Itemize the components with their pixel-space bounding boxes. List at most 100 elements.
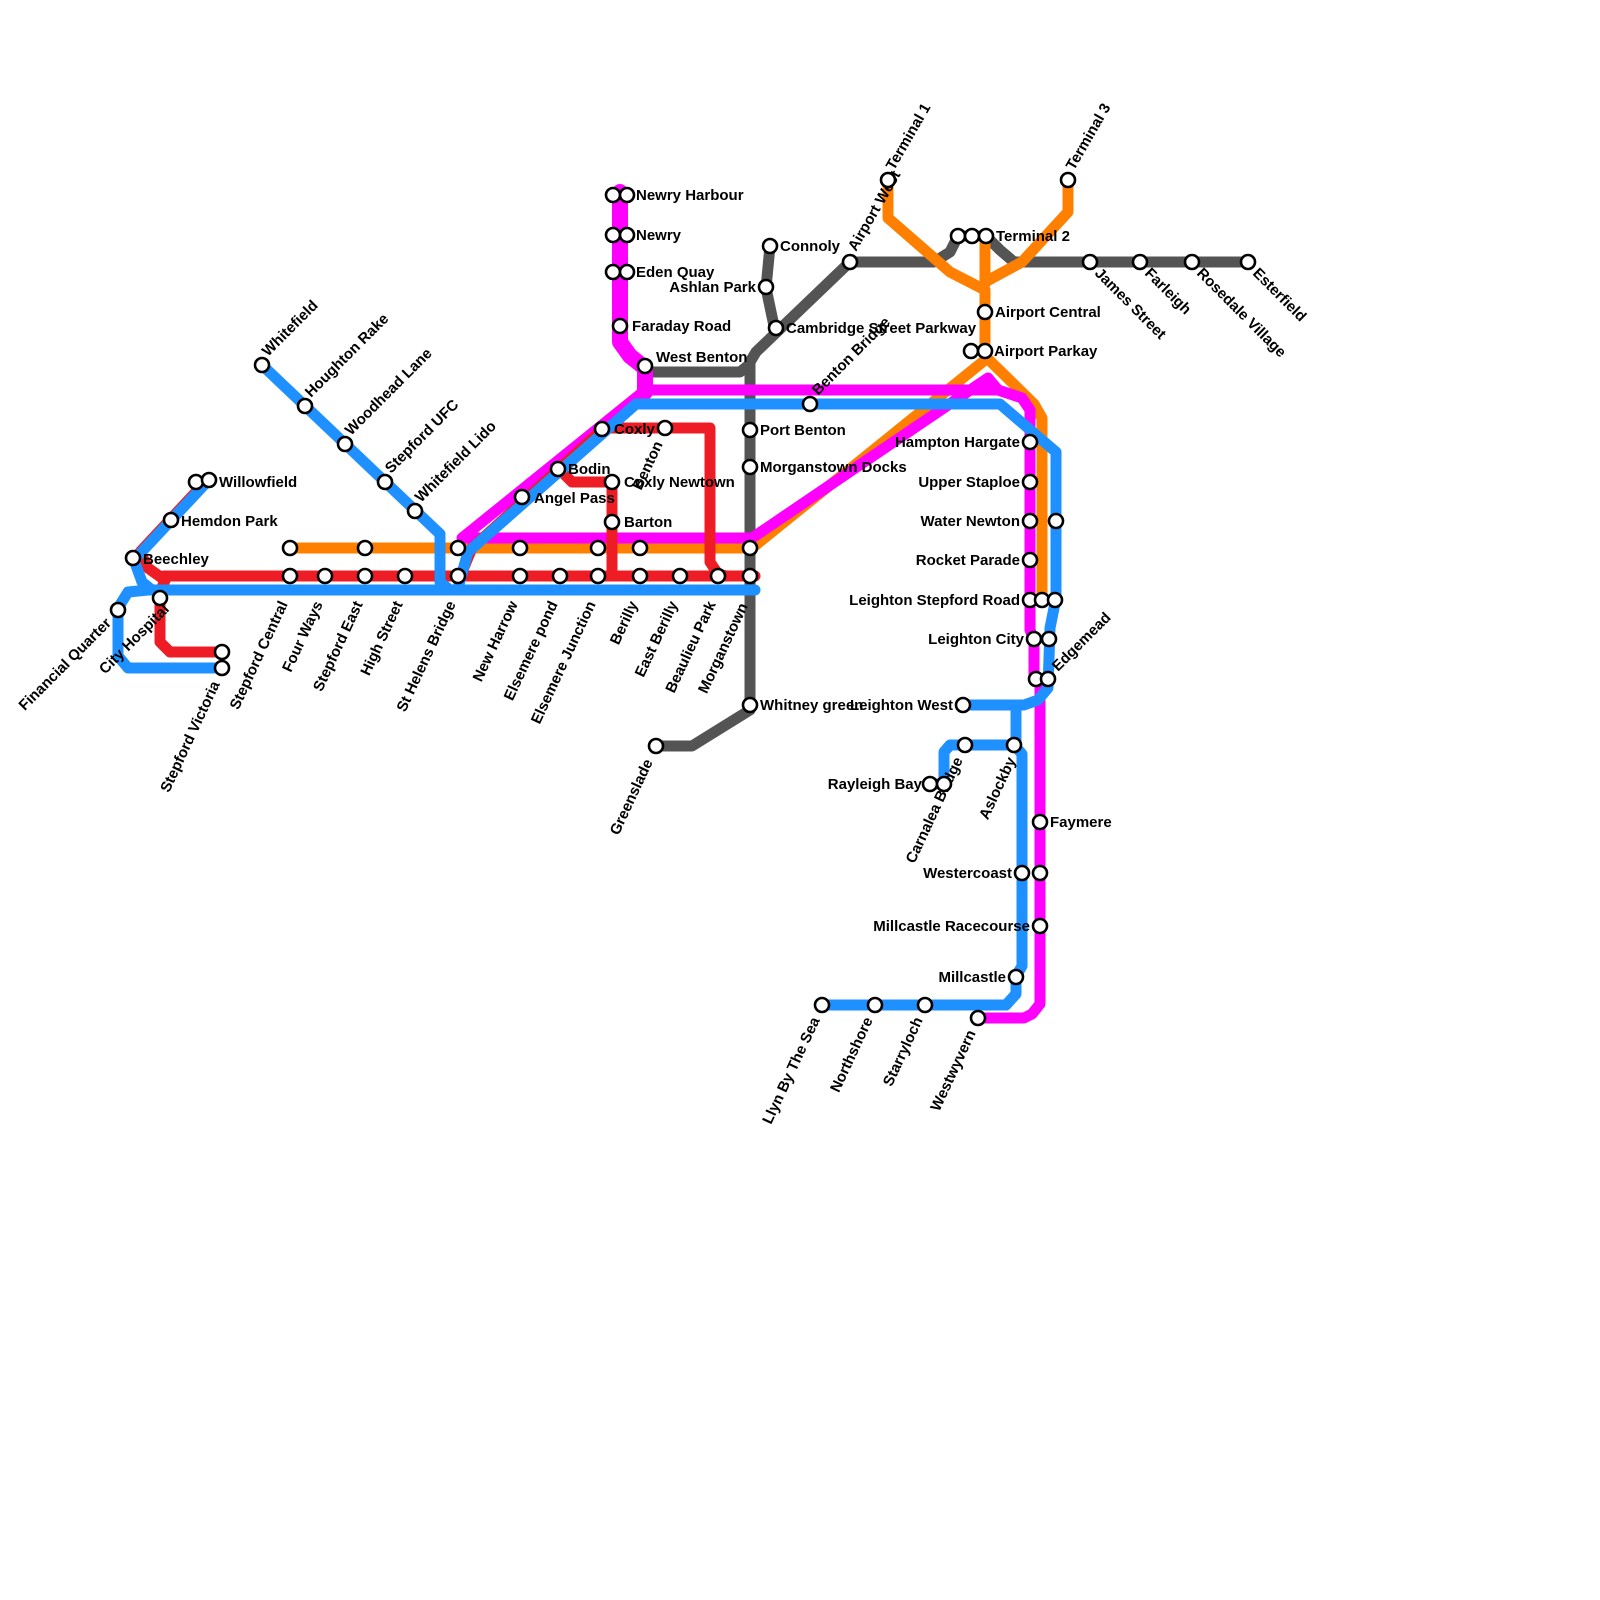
station-label: Port Benton: [760, 422, 846, 439]
station-dot: [611, 317, 629, 335]
station-label: St Helens Bridge: [393, 599, 459, 715]
station-label: Terminal 1: [883, 100, 935, 173]
station-dot: [866, 996, 884, 1014]
station-dot: [956, 736, 974, 754]
station-label: Hemdon Park: [181, 513, 278, 530]
station-dot: [618, 263, 636, 281]
station-dot: [151, 589, 169, 607]
station-dot: [281, 567, 299, 585]
station-dot: [336, 435, 354, 453]
gray-line-path: [642, 358, 756, 378]
station-dot: [316, 567, 334, 585]
blue-line-path: [816, 739, 1028, 1011]
station-label: Stepford Victoria: [157, 678, 224, 795]
magenta-line-newry-path: [612, 184, 653, 400]
station-dot: [213, 659, 231, 677]
station-dot: [511, 567, 529, 585]
station-label: Whitney green: [760, 697, 863, 714]
station-dot: [618, 186, 636, 204]
station-dot: [1031, 813, 1049, 831]
station-label: Aslockby: [976, 754, 1020, 822]
station-dot: [1046, 591, 1064, 609]
station-dot: [1239, 253, 1257, 271]
station-dot: [1007, 968, 1025, 986]
station-dot: [962, 342, 980, 360]
station-label: Hampton Hargate: [895, 434, 1020, 451]
station-label: Terminal 3: [1063, 100, 1115, 173]
station-dot: [976, 303, 994, 321]
station-dot: [1031, 917, 1049, 935]
station-dot: [187, 473, 205, 491]
station-label: Airport Parkay: [994, 343, 1098, 360]
station-label: Angel Pass: [534, 490, 615, 507]
station-label: Barton: [624, 514, 672, 531]
station-dot: [1047, 512, 1065, 530]
station-label: Faymere: [1050, 814, 1112, 831]
station-label: Edgemead: [1049, 609, 1115, 675]
station-label: Starryloch: [880, 1015, 927, 1089]
station-dot: [1039, 670, 1057, 688]
station-dot: [1081, 253, 1099, 271]
station-label: Esterfield: [1249, 265, 1309, 325]
station-label: Willowfield: [219, 474, 297, 491]
station-label: Newry Harbour: [636, 187, 744, 204]
station-dot: [356, 567, 374, 585]
station-label: West Benton: [656, 349, 747, 366]
station-dot: [1025, 630, 1043, 648]
station-label: Terminal 2: [996, 228, 1070, 245]
station-dot: [709, 567, 727, 585]
station-dot: [767, 319, 785, 337]
station-label: Carnalea Bridge: [903, 755, 967, 866]
station-dot: [954, 696, 972, 714]
station-dot: [921, 775, 939, 793]
station-dot: [618, 226, 636, 244]
station-label: Westwyvern: [927, 1028, 979, 1114]
station-dot: [549, 460, 567, 478]
station-dot: [406, 502, 424, 520]
station-dot: [813, 996, 831, 1014]
station-dot: [741, 696, 759, 714]
station-dot: [604, 186, 622, 204]
magenta-line-path: [639, 384, 1046, 1024]
station-dot: [977, 227, 995, 245]
station-dot: [589, 567, 607, 585]
station-dot: [631, 539, 649, 557]
station-label: Stepford Central: [227, 599, 292, 713]
station-dot: [551, 567, 569, 585]
station-dot: [281, 539, 299, 557]
station-label: Rayleigh Bay: [828, 776, 923, 793]
station-label: Coxly: [614, 421, 656, 438]
orange-line-path: [979, 350, 1048, 606]
station-label: Ashlan Park: [669, 279, 756, 296]
station-label: Bodin: [568, 461, 611, 478]
station-label: Connoly: [780, 238, 841, 255]
station-dot: [589, 539, 607, 557]
station-dot: [1183, 253, 1201, 271]
station-label: Leighton City: [928, 631, 1024, 648]
station-label: Leighton West: [850, 697, 953, 714]
station-dot: [356, 539, 374, 557]
station-label: Rocket Parade: [916, 552, 1020, 569]
station-label: Cambridge Street Parkway: [786, 320, 977, 337]
station-dot: [1013, 864, 1031, 882]
station-dot: [124, 549, 142, 567]
station-dot: [1021, 512, 1039, 530]
station-label: Newry: [636, 227, 682, 244]
station-dot: [969, 1009, 987, 1027]
station-label: Houghton Rake: [302, 310, 392, 400]
station-label: Northshore: [827, 1015, 877, 1095]
station-dot: [935, 775, 953, 793]
station-dot: [656, 419, 674, 437]
station-label: Berilly: [607, 598, 642, 647]
station-dot: [1021, 433, 1039, 451]
station-dot: [976, 342, 994, 360]
station-dot: [741, 567, 759, 585]
station-dot: [513, 488, 531, 506]
station-dot: [1021, 551, 1039, 569]
station-dot: [200, 471, 218, 489]
station-label: Eden Quay: [636, 264, 715, 281]
station-dot: [604, 263, 622, 281]
station-label: Millcastle: [938, 969, 1006, 986]
station-dot: [757, 278, 775, 296]
